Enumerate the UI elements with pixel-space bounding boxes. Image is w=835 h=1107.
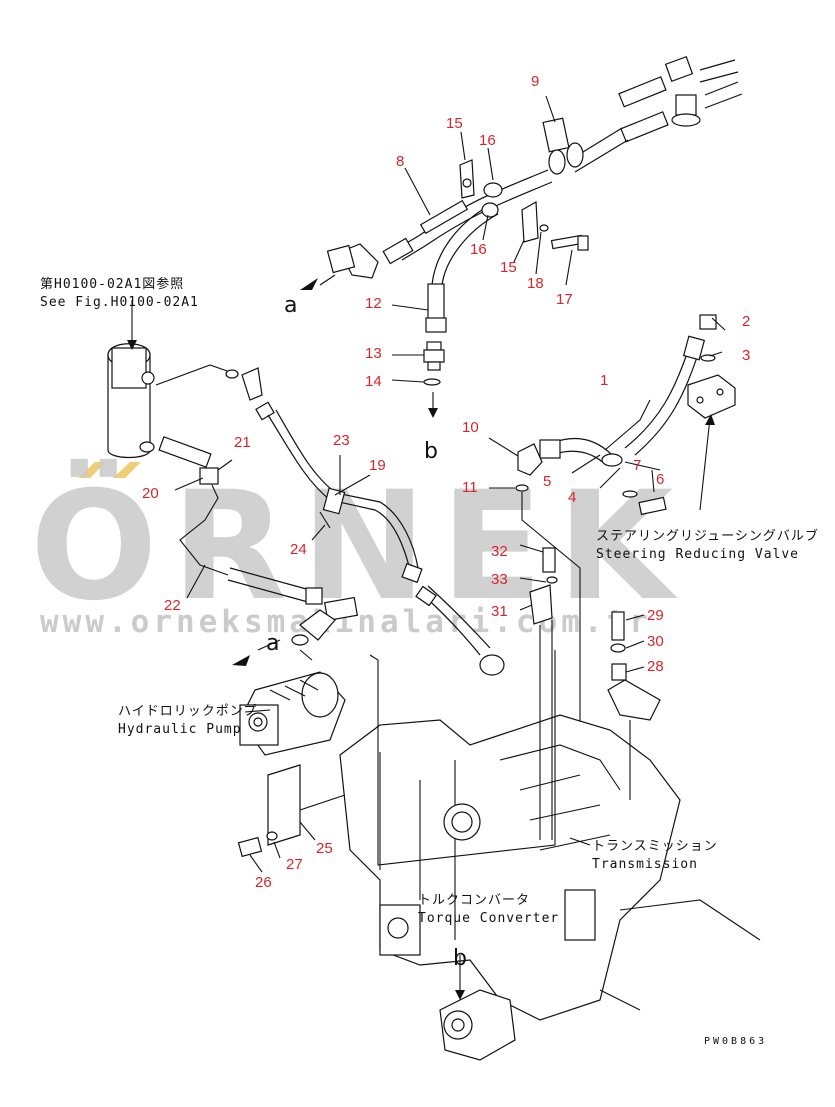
callout-27: 27 [286, 856, 303, 873]
callout-21: 21 [234, 434, 251, 451]
callout-22: 22 [164, 597, 181, 614]
connector-b-top: b [424, 439, 438, 464]
callout-15-bottom: 15 [500, 259, 517, 276]
callout-18: 18 [527, 275, 544, 292]
drawing-code: PW0B863 [704, 1036, 767, 1047]
callout-numbers: 1 2 3 4 5 6 7 8 9 10 11 12 13 14 15 15 1… [142, 73, 750, 891]
steering-line [515, 314, 736, 825]
callout-14: 14 [365, 373, 382, 390]
text-labels: 第H0100-02A1図参照 See Fig.H0100-02A1 ステアリング… [40, 276, 819, 1047]
callout-28: 28 [647, 658, 664, 675]
top-hose-assembly [326, 56, 743, 386]
transmission-label-jp: トランスミッション [592, 839, 718, 854]
callout-3: 3 [742, 347, 750, 364]
callout-6: 6 [656, 471, 664, 488]
transmission-body [237, 547, 761, 1061]
callout-8: 8 [396, 153, 404, 170]
callout-24: 24 [290, 541, 307, 558]
transmission-label-en: Transmission [592, 857, 698, 872]
ref-fig-jp: 第H0100-02A1図参照 [40, 276, 184, 292]
callout-31: 31 [491, 603, 508, 620]
callout-7: 7 [633, 457, 641, 474]
callout-23: 23 [333, 432, 350, 449]
leader-lines [127, 95, 726, 1000]
watermark-accent-left [78, 462, 106, 478]
callout-33: 33 [491, 571, 508, 588]
connector-a-pump: a [266, 631, 279, 656]
ref-fig-en: See Fig.H0100-02A1 [40, 295, 199, 310]
watermark-accent-right [113, 462, 141, 478]
steering-label-en: Steering Reducing Valve [596, 547, 799, 562]
callout-2: 2 [742, 313, 750, 330]
pump-label-en: Hydraulic Pump [118, 722, 242, 737]
torque-label-jp: トルクコンバータ [418, 893, 530, 908]
steering-label-jp: ステアリングリジューシングバルブ [596, 528, 819, 544]
callout-19: 19 [369, 457, 386, 474]
callout-20: 20 [142, 485, 159, 502]
callout-9: 9 [531, 73, 539, 90]
callout-4: 4 [568, 489, 576, 506]
callout-17: 17 [556, 291, 573, 308]
callout-10: 10 [462, 419, 479, 436]
callout-12: 12 [365, 295, 382, 312]
pump-label-jp: ハイドロリックポンプ [118, 704, 257, 719]
watermark: ÖRNEK www.orneksmakinalari.com.tr [30, 458, 673, 640]
callout-16-bottom: 16 [470, 241, 487, 258]
callout-26: 26 [255, 874, 272, 891]
left-lines [107, 343, 505, 676]
callout-11: 11 [462, 479, 478, 496]
connector-b-motor: b [453, 946, 467, 971]
callout-16-top: 16 [479, 132, 496, 149]
callout-29: 29 [647, 607, 664, 624]
callout-5: 5 [543, 473, 551, 490]
torque-label-en: Torque Converter [418, 911, 559, 926]
callout-32: 32 [491, 543, 508, 560]
hydraulic-pump [239, 671, 346, 756]
callout-1: 1 [600, 372, 608, 389]
connector-a-top: a [284, 293, 297, 318]
callout-25: 25 [316, 840, 333, 857]
callout-13: 13 [365, 345, 382, 362]
callout-15-top: 15 [446, 115, 463, 132]
callout-30: 30 [647, 633, 664, 650]
